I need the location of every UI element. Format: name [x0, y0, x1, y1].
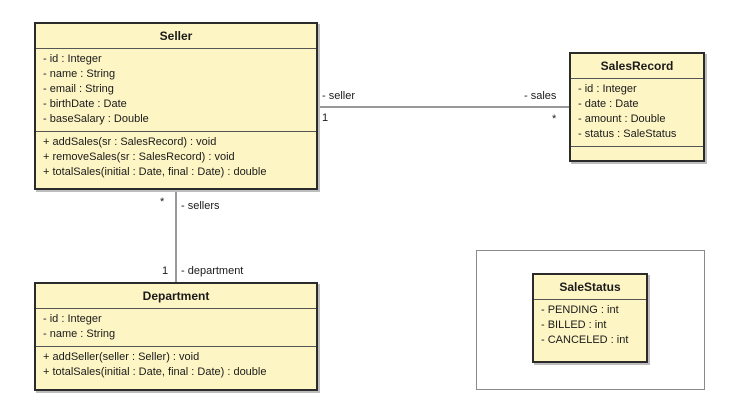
- class-department-operations: + addSeller(seller : Seller) : void + to…: [36, 346, 316, 384]
- attribute: - CANCELED : int: [541, 334, 629, 346]
- role-label-sellers: - sellers: [181, 200, 220, 212]
- attribute: - birthDate : Date: [43, 98, 127, 110]
- operation: + addSeller(seller : Seller) : void: [43, 351, 200, 363]
- attribute: - BILLED : int: [541, 319, 607, 331]
- operation: + addSales(sr : SalesRecord) : void: [43, 136, 217, 148]
- class-salestatus-name: SaleStatus: [534, 275, 646, 300]
- class-seller-operations: + addSales(sr : SalesRecord) : void + re…: [36, 131, 316, 184]
- attribute: - id : Integer: [43, 313, 102, 325]
- class-seller-attributes: - id : Integer - name : String - email :…: [36, 49, 316, 131]
- class-department-attributes: - id : Integer - name : String: [36, 309, 316, 346]
- class-salesrecord-attributes: - id : Integer - date : Date - amount : …: [571, 79, 703, 146]
- class-salestatus[interactable]: SaleStatus - PENDING : int - BILLED : in…: [532, 273, 648, 363]
- multiplicity-seller: 1: [322, 112, 329, 124]
- attribute: - date : Date: [578, 98, 639, 110]
- operation: + removeSales(sr : SalesRecord) : void: [43, 151, 235, 163]
- attribute: - id : Integer: [578, 83, 637, 95]
- attribute: - PENDING : int: [541, 304, 619, 316]
- multiplicity-sales: *: [552, 113, 557, 125]
- role-label-department: - department: [181, 265, 244, 277]
- class-salestatus-attributes: - PENDING : int - BILLED : int - CANCELE…: [534, 300, 646, 352]
- class-seller-name: Seller: [36, 24, 316, 49]
- class-department-name: Department: [36, 284, 316, 309]
- class-seller[interactable]: Seller - id : Integer - name : String - …: [34, 22, 318, 190]
- enum-frame: [476, 250, 705, 390]
- role-label-sales: - sales: [524, 90, 557, 102]
- attribute: - id : Integer: [43, 53, 102, 65]
- class-department[interactable]: Department - id : Integer - name : Strin…: [34, 282, 318, 391]
- class-salesrecord-name: SalesRecord: [571, 54, 703, 79]
- attribute: - status : SaleStatus: [578, 128, 677, 140]
- attribute: - baseSalary : Double: [43, 113, 149, 125]
- role-label-seller: - seller: [322, 90, 356, 102]
- attribute: - email : String: [43, 83, 114, 95]
- multiplicity-department: 1: [162, 265, 169, 277]
- operation: + totalSales(initial : Date, final : Dat…: [43, 166, 267, 178]
- class-salesrecord-operations: [571, 146, 703, 153]
- class-salesrecord[interactable]: SalesRecord - id : Integer - date : Date…: [569, 52, 705, 162]
- attribute: - amount : Double: [578, 113, 666, 125]
- multiplicity-sellers: *: [160, 196, 165, 208]
- attribute: - name : String: [43, 68, 116, 80]
- attribute: - name : String: [43, 328, 116, 340]
- operation: + totalSales(initial : Date, final : Dat…: [43, 366, 267, 378]
